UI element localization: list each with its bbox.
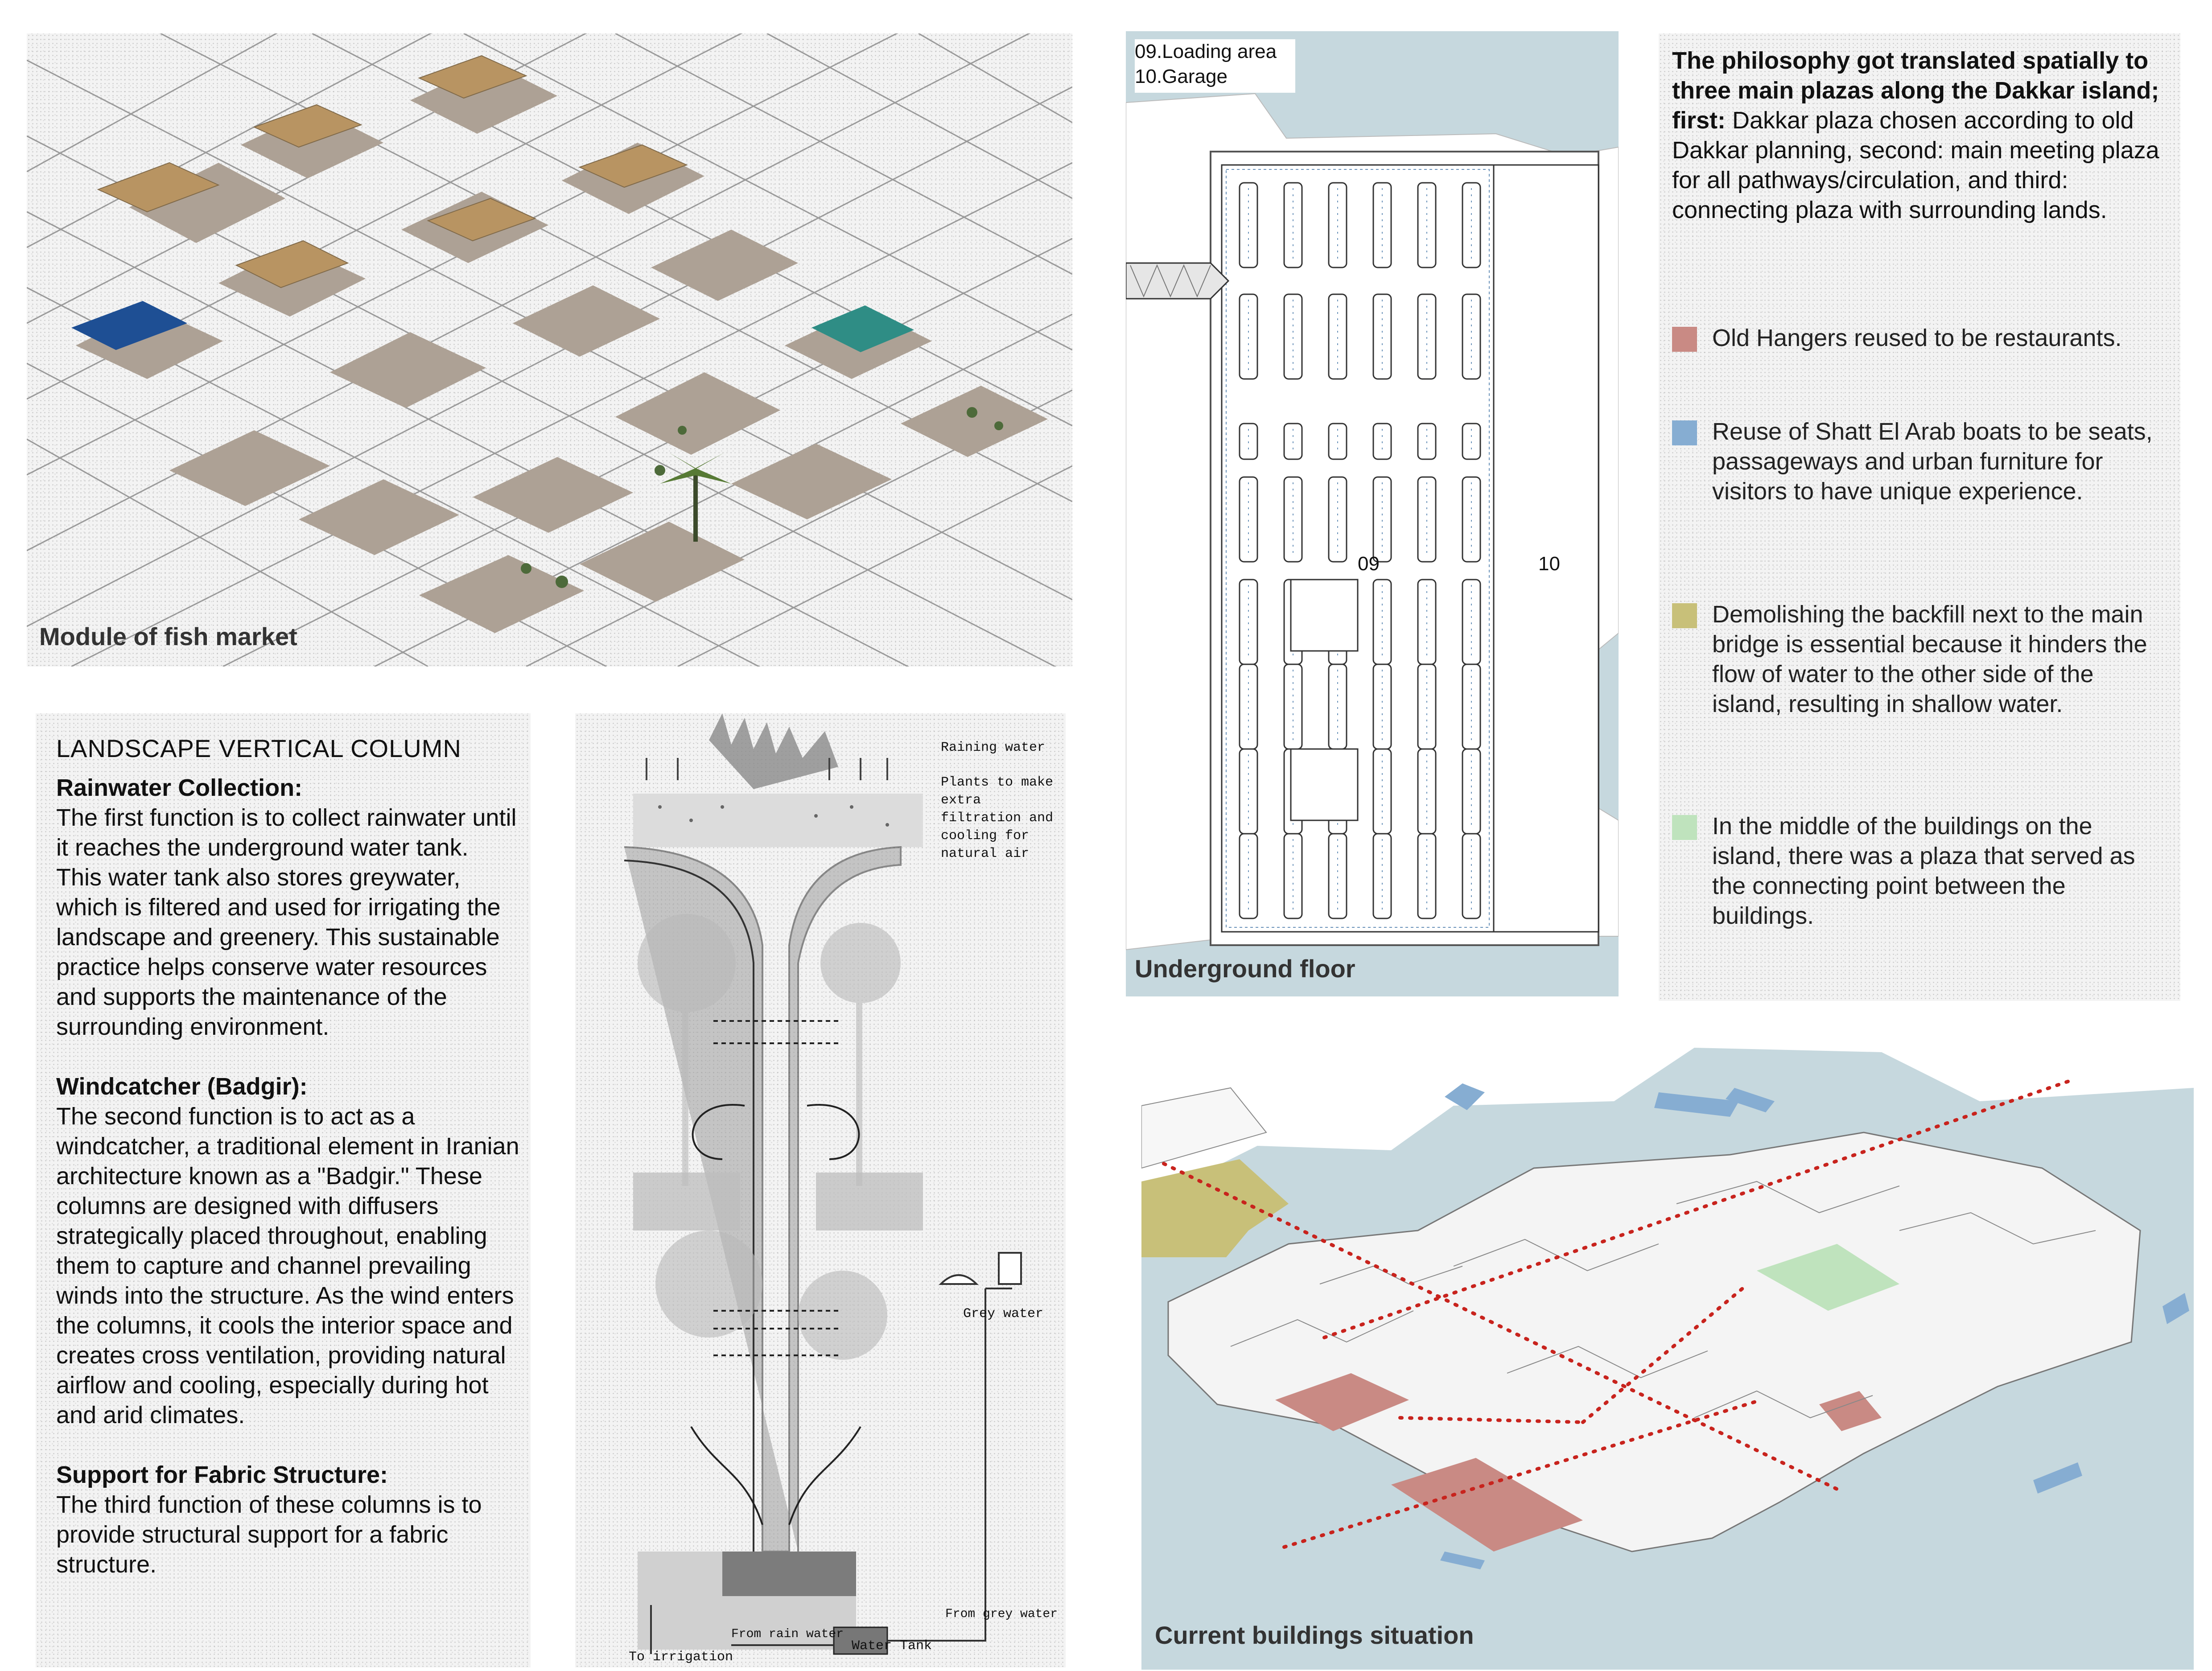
philosophy-bold: The philosophy got translated spatially …: [1672, 47, 2159, 134]
fish-market-panel: Module of fish market: [27, 33, 1072, 667]
label-to-irrigation: To irrigation: [629, 1650, 733, 1665]
underground-legend: 09.Loading area 10.Garage: [1135, 39, 1295, 93]
underground-plan: [1126, 93, 1619, 951]
legend-item-backfill: Demolishing the backfill next to the mai…: [1672, 600, 2167, 719]
fish-market-caption: Module of fish market: [39, 622, 297, 650]
legend-text-green-plaza: In the middle of the buildings on the is…: [1712, 813, 2135, 929]
label-from-grey-water: From grey water: [945, 1607, 1058, 1621]
buildings-axonometric: [1141, 1048, 2194, 1670]
column-text: LANDSCAPE VERTICAL COLUMN Rainwater Coll…: [56, 733, 520, 1580]
label-plants: Plants to make extra filtration and cool…: [941, 775, 1054, 861]
fabric-heading: Support for Fabric Structure:: [56, 1461, 388, 1488]
philosophy-panel: The philosophy got translated spatially …: [1659, 33, 2180, 1001]
philosophy-rest: Dakkar plaza chosen according to old Dak…: [1672, 107, 2159, 223]
legend-garage: 10.Garage: [1135, 66, 1228, 87]
legend-item-hangers: Old Hangers reused to be restaurants.: [1672, 323, 2167, 353]
legend-item-boats: Reuse of Shatt El Arab boats to be seats…: [1672, 417, 2167, 506]
legend-loading-area: 09.Loading area: [1135, 41, 1277, 62]
swatch-boats: [1672, 420, 1697, 445]
legend-item-green-plaza: In the middle of the buildings on the is…: [1672, 811, 2167, 931]
underground-caption: Underground floor: [1135, 955, 1355, 983]
underground-panel: 09.Loading area 10.Garage 09 10 Undergro…: [1126, 31, 1619, 996]
rainwater-heading: Rainwater Collection:: [56, 774, 303, 801]
fabric-body: The third function of these columns is t…: [56, 1491, 482, 1578]
rainwater-body: The first function is to collect rainwat…: [56, 804, 517, 1040]
column-title: LANDSCAPE VERTICAL COLUMN: [56, 734, 461, 762]
swatch-green-plaza: [1672, 815, 1697, 840]
windcatcher-body: The second function is to act as a windc…: [56, 1103, 519, 1428]
column-section-drawing: [624, 713, 1022, 1655]
column-text-panel: LANDSCAPE VERTICAL COLUMN Rainwater Coll…: [36, 713, 531, 1667]
label-09: 09: [1358, 553, 1380, 575]
label-grey-water: Grey water: [963, 1306, 1044, 1321]
legend-text-boats: Reuse of Shatt El Arab boats to be seats…: [1712, 418, 2153, 505]
windcatcher-heading: Windcatcher (Badgir):: [56, 1073, 308, 1100]
buildings-panel: Current buildings situation: [1141, 1034, 2194, 1670]
swatch-backfill: [1672, 603, 1697, 628]
swatch-hangers: [1672, 327, 1697, 352]
fish-market-grid: [27, 33, 1072, 667]
buildings-caption: Current buildings situation: [1155, 1621, 1474, 1649]
legend-text-backfill: Demolishing the backfill next to the mai…: [1712, 601, 2147, 717]
philosophy-text: The philosophy got translated spatially …: [1672, 46, 2167, 225]
column-section-panel: Raining water Plants to make extra filtr…: [575, 713, 1066, 1667]
label-water-tank: Water Tank: [852, 1638, 932, 1654]
label-from-rain-water: From rain water: [731, 1627, 844, 1641]
legend-text-hangers: Old Hangers reused to be restaurants.: [1712, 325, 2122, 351]
label-10: 10: [1538, 553, 1560, 575]
label-raining-water: Raining water: [941, 740, 1046, 755]
